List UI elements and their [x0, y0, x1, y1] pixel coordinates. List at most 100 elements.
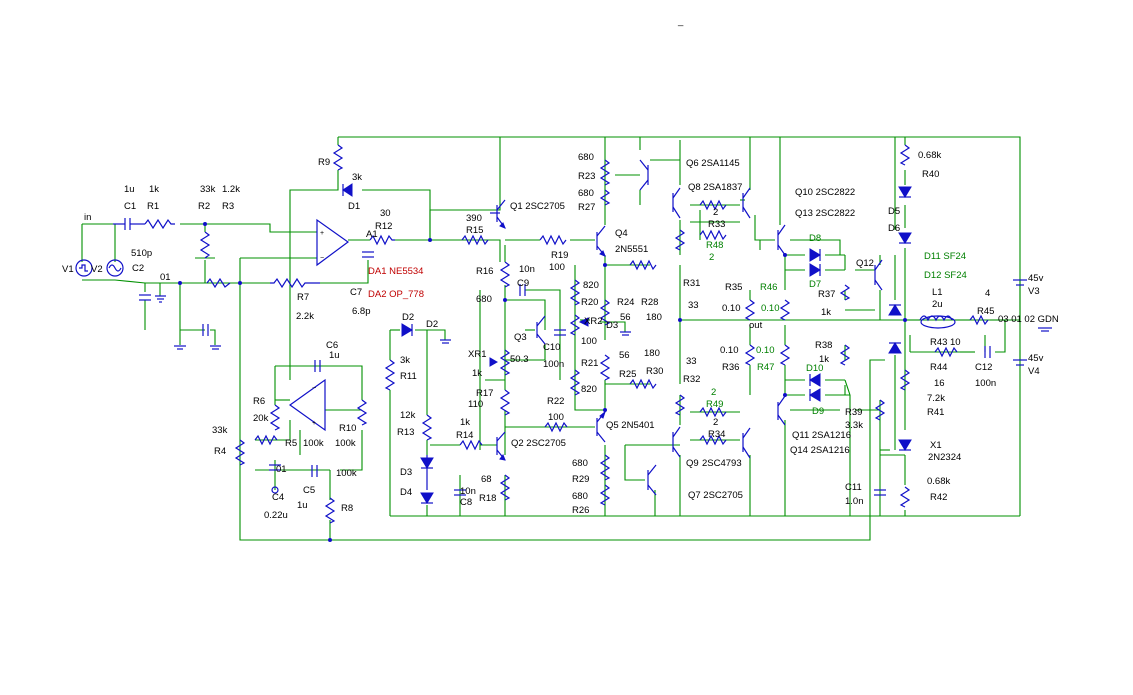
c10-capacitor — [554, 329, 566, 336]
label-xr1-mid: 50.3 — [510, 354, 529, 365]
d10-diode — [809, 373, 821, 387]
label-da1: DA1 NE5534 — [368, 266, 423, 277]
label-r31-val: 33 — [688, 300, 699, 311]
label-v1: V1 — [62, 264, 74, 275]
label-q9-type: 2SC4793 — [702, 458, 742, 469]
c12-capacitor — [984, 346, 991, 358]
r45-resistor — [969, 314, 989, 326]
r7-resistor — [270, 277, 320, 289]
label-c11: C11 — [845, 482, 862, 493]
svg-text:−: − — [320, 255, 324, 262]
label-c1: C1 — [124, 201, 136, 212]
q8-transistor — [672, 187, 681, 219]
r35-resistor — [744, 299, 756, 321]
q7-transistor — [647, 464, 657, 496]
label-r28: R28 — [641, 297, 658, 308]
c11-capacitor — [874, 489, 886, 496]
label-c2-val: 510p — [131, 248, 152, 259]
label-r33: R33 — [708, 219, 725, 230]
label-r11-val: 3k — [400, 355, 410, 366]
label-r41: R41 — [927, 407, 944, 418]
r18-resistor — [499, 474, 511, 501]
label-r24-val: 56 — [620, 312, 631, 323]
label-r43: R43 — [930, 337, 947, 348]
r37-resistor — [839, 284, 851, 301]
c5-capacitor — [311, 465, 318, 477]
r16-resistor — [499, 261, 511, 288]
label-q12: Q12 — [856, 258, 874, 269]
label-d9: D9 — [812, 406, 824, 417]
label-r7-val: 2.2k — [296, 311, 314, 322]
label-x1-type: 2N2324 — [928, 452, 961, 463]
wires — [81, 136, 1021, 541]
r40-resistor — [899, 144, 911, 166]
label-xr2-val: 100 — [581, 336, 597, 347]
label-r9: R9 — [318, 157, 330, 168]
c2-capacitor — [139, 294, 151, 301]
r42-resistor — [899, 486, 911, 508]
label-r6-val: 20k — [253, 413, 269, 424]
label-r31: R31 — [683, 278, 700, 289]
v3-supply — [1013, 279, 1027, 286]
label-c6-val: 1u — [329, 350, 340, 361]
label-r32: R32 — [683, 374, 700, 385]
label-r38-val: 1k — [819, 354, 829, 365]
d1-diode — [342, 183, 353, 197]
label-r48: R48 — [706, 240, 723, 251]
label-q5: Q5 2N5401 — [606, 420, 655, 431]
label-d3b: D3 — [606, 320, 618, 331]
label-r5: R5 — [285, 438, 297, 449]
r36-resistor — [744, 344, 756, 366]
xr1-potentiometer — [499, 349, 511, 376]
label-r47: R47 — [757, 362, 774, 373]
label-r27-val: 680 — [578, 188, 594, 199]
label-q14: Q14 2SA1216 — [790, 445, 850, 456]
label-q4-type: 2N5551 — [615, 244, 648, 255]
label-r18-val: 68 — [481, 474, 492, 485]
label-c2: C2 — [132, 263, 144, 274]
label-d1-val: 3k — [352, 172, 362, 183]
c6-capacitor — [314, 360, 321, 372]
label-r5-val: 100k — [303, 438, 324, 449]
label-r24: R24 — [617, 297, 634, 308]
label-r34: R34 — [708, 429, 725, 440]
label-d7: D7 — [809, 279, 821, 290]
label-r42-val: 0.68k — [927, 476, 950, 487]
label-out: out — [749, 320, 763, 331]
d6-diode — [898, 232, 912, 244]
d2-diode — [401, 323, 413, 337]
label-r15-val: 390 — [466, 213, 482, 224]
r12-resistor — [369, 234, 395, 246]
label-680: 680 — [476, 294, 492, 305]
r20-resistor — [569, 279, 581, 306]
q14-transistor — [777, 395, 786, 426]
q10-transistor — [742, 187, 751, 219]
label-r44-val: 16 — [934, 378, 945, 389]
label-d10: D10 — [806, 363, 823, 374]
label-r37: R37 — [818, 289, 835, 300]
label-r2-val: 33k — [200, 184, 216, 195]
r15-resistor — [461, 234, 489, 246]
r49-resistor — [699, 406, 727, 418]
q4-transistor — [596, 225, 606, 257]
components: + − — [75, 144, 1052, 542]
label-v3: V3 — [1028, 286, 1040, 297]
c8-capacitor — [454, 489, 466, 496]
label-c7-val: 6.8p — [352, 306, 371, 317]
label-r16: R16 — [476, 266, 493, 277]
label-c11-val: 1.0n — [845, 496, 864, 507]
q3-transistor — [536, 315, 546, 345]
label-r4-val: 33k — [212, 425, 228, 436]
label-r41-val: 7.2k — [927, 393, 945, 404]
label-r38: R38 — [815, 340, 832, 351]
svg-text:+: + — [320, 230, 324, 237]
label-r3: R3 — [222, 201, 234, 212]
c4-capacitor — [269, 464, 281, 494]
r4-resistor — [234, 439, 246, 466]
label-r21-56: 56 — [619, 350, 630, 361]
q2-transistor — [496, 431, 506, 461]
label-r46-val: 0.10 — [761, 303, 780, 314]
label-r20-val: 820 — [583, 280, 599, 291]
d7-diode — [809, 263, 821, 277]
label-r47-val: 0.10 — [756, 345, 775, 356]
